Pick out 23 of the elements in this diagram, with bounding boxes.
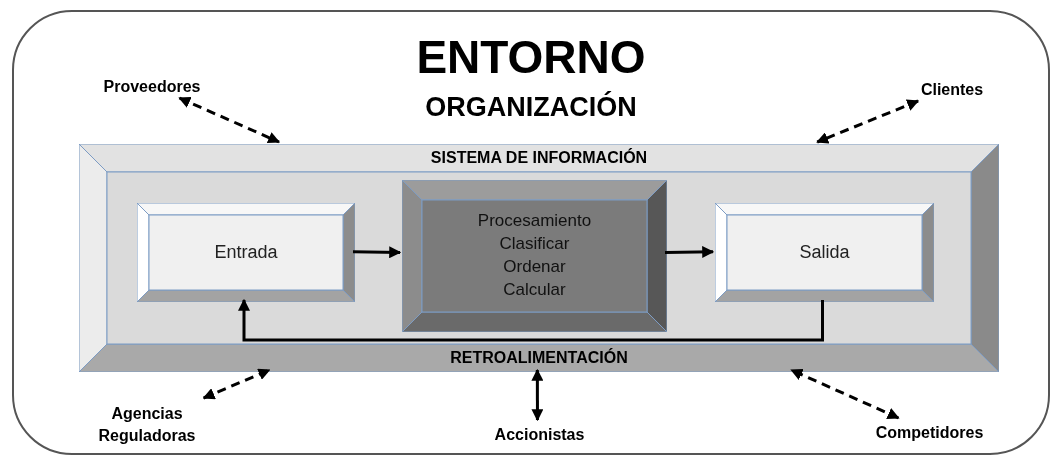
box-label: Ordenar [503, 256, 566, 278]
arrow [238, 298, 824, 342]
arrow [352, 246, 402, 259]
heading: SISTEMA DE INFORMACIÓN [430, 149, 648, 167]
arrow [665, 245, 715, 258]
box-label: Procesamiento [477, 210, 592, 233]
stakeholder-label: Agencias Reguladoras [97, 403, 197, 446]
stakeholder-label: Accionistas [494, 424, 585, 445]
title: ENTORNO [416, 34, 646, 80]
arrow [531, 368, 544, 422]
arrow [816, 99, 920, 144]
arrow [790, 368, 900, 420]
arrow [178, 96, 281, 144]
heading: RETROALIMENTACIÓN [450, 349, 628, 367]
box-label: Calcular [503, 278, 566, 301]
arrow [202, 368, 271, 400]
box-label: Clasificar [499, 233, 570, 256]
stakeholder-label: Proveedores [103, 76, 201, 97]
box-label: Entrada [214, 241, 278, 265]
box-label: Salida [799, 241, 850, 265]
stakeholder-label: Clientes [920, 79, 984, 100]
environment-frame [12, 10, 1050, 455]
stakeholder-label: Competidores [875, 422, 984, 443]
